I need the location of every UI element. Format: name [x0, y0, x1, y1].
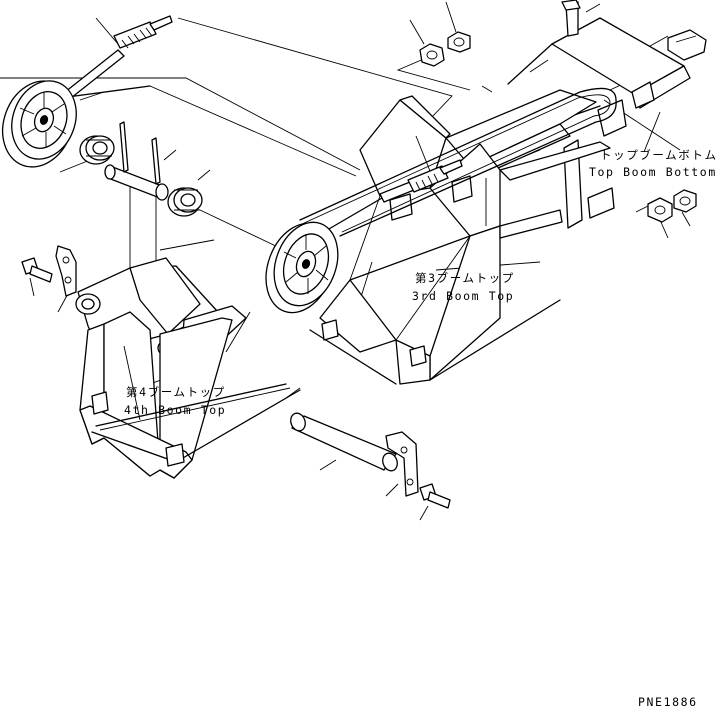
cable-rod-lower	[309, 159, 463, 241]
third-boom-top	[309, 89, 611, 385]
label-third-boom-top-en: 3rd Boom Top	[412, 289, 515, 303]
drawing-code: PNE1886	[638, 695, 698, 709]
cable-rod-upper	[59, 15, 173, 103]
label-top-boom-bottom-en: Top Boom Bottom	[589, 165, 717, 179]
bracket-lower	[385, 431, 419, 497]
nut-right-left	[647, 197, 673, 223]
nut-upper-left	[419, 43, 445, 67]
label-fourth-boom-top-jp: 第4ブームトップ	[126, 385, 226, 399]
sheave-left	[2, 80, 77, 168]
nut-right-right	[673, 189, 697, 213]
bearing-right	[167, 187, 203, 217]
pin-with-plate	[104, 121, 169, 201]
cable-loop	[299, 87, 617, 237]
pin-lower	[290, 412, 398, 472]
top-boom-bottom	[507, 0, 691, 229]
label-top-boom-bottom-jp: トップブームボトム	[600, 148, 718, 162]
sheave-mid	[265, 221, 339, 314]
bracket-left	[55, 245, 77, 297]
nut-upper-right	[447, 31, 471, 53]
label-third-boom-top-jp: 第3ブームトップ	[415, 271, 515, 285]
bolt-left	[21, 257, 53, 283]
bearing-left	[79, 135, 115, 165]
bolt-lower	[419, 483, 451, 509]
fourth-boom-top	[75, 257, 301, 479]
bracket-top-right	[667, 29, 707, 61]
label-fourth-boom-top-en: 4th Boom Top	[124, 403, 227, 417]
